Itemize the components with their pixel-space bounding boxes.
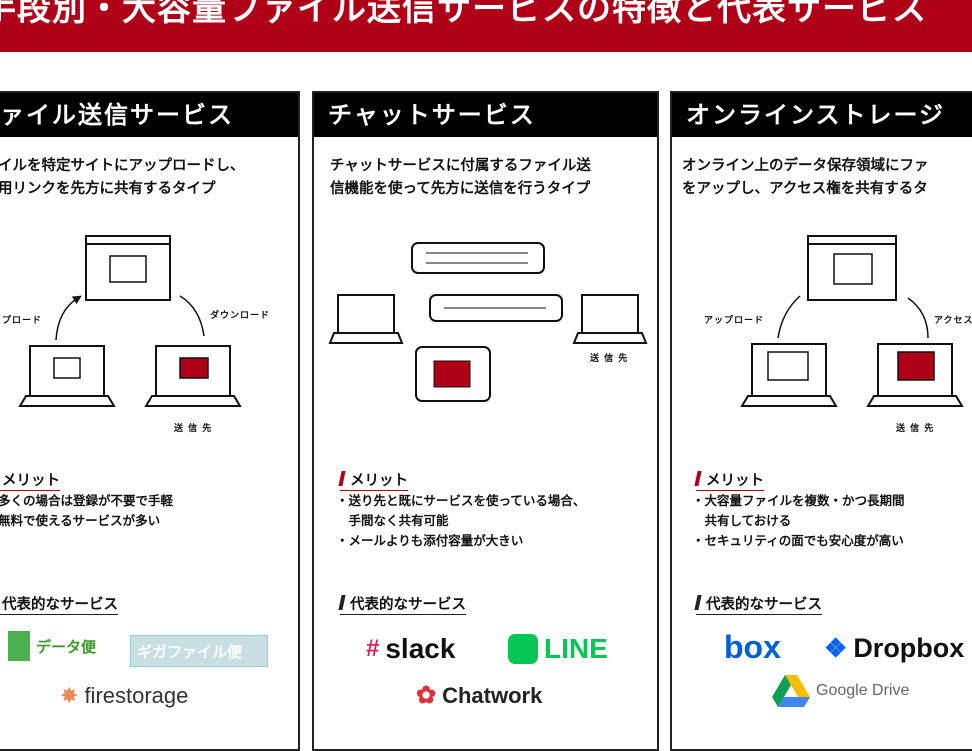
page-banner: 手段別・大容量ファイル送信サービスの特徴と代表サービス [0,0,972,52]
logo-gigafile[interactable]: ギガファイル便 [130,635,268,667]
panel-description: イルを特定サイトにアップロードし、用リンクを先方に共有するタイプ [0,158,245,197]
panel-description: オンライン上のデータ保存領域にファをアップし、アクセス権を共有するタ [682,158,929,197]
destination-label: 送 信 先 [590,354,629,364]
logo-slack[interactable]: #slack [366,633,456,664]
merit-list: 多くの場合は登録が不要で手軽無料で使えるサービスが多い [0,493,174,528]
storage-illustration [740,235,964,407]
chat-illustration [328,242,648,402]
panel-title: オンラインストレージ [672,93,972,137]
merit-list: ・大容量ファイルを複数・かつ長期間 共有しておける・セキュリティの面でも安心度が… [692,493,905,548]
merit-heading: メリット [340,469,408,491]
star-icon: ✸ [60,683,79,708]
destination-label: 送 信 先 [896,424,935,434]
merit-heading: メリット [696,469,764,491]
file-transfer-illustration [18,235,242,407]
logo-chatwork[interactable]: ✿Chatwork [416,682,543,709]
services-heading: 代表的なサービス [696,593,822,615]
chatwork-icon: ✿ [416,682,437,709]
logo-dropbox[interactable]: ❖Dropbox [824,633,965,663]
google-drive-icon [772,675,810,707]
access-label: アクセス [934,316,972,326]
upload-label: アップロード [704,316,765,326]
line-icon [508,634,538,664]
merit-heading: メリット [0,469,60,491]
logo-datadeliver[interactable]: データ便 [8,631,96,661]
panel-online-storage: オンラインストレージ オンライン上のデータ保存領域にファをアップし、アクセス権を… [670,91,972,751]
logo-box[interactable]: box [724,629,781,665]
slack-icon: # [366,635,380,662]
panel-chat: チャットサービス チャットサービスに付属するファイル送信機能を使って先方に送信を… [312,91,659,751]
upload-label: プロード [2,316,43,326]
dropbox-icon: ❖ [824,633,848,663]
logo-firestorage[interactable]: ✸firestorage [60,683,189,708]
page-title: 手段別・大容量ファイル送信サービスの特徴と代表サービス [0,0,927,29]
merit-list: ・送り先と既にサービスを使っている場合、 手間なく共有可能・メールよりも添付容量… [336,493,586,548]
services-heading: 代表的なサービス [340,593,466,615]
download-label: ダウンロード [210,311,271,321]
destination-label: 送 信 先 [174,424,213,434]
panel-title: ァイル送信サービス [0,93,298,137]
panel-description: チャットサービスに付属するファイル送信機能を使って先方に送信を行うタイプ [330,158,591,197]
panel-title: チャットサービス [314,93,657,137]
logo-line[interactable]: LINE [508,633,608,665]
panel-file-transfer: ァイル送信サービス イルを特定サイトにアップロードし、用リンクを先方に共有するタ… [0,91,300,751]
logo-google-drive[interactable]: Google Drive [772,675,909,707]
services-heading: 代表的なサービス [0,593,118,615]
